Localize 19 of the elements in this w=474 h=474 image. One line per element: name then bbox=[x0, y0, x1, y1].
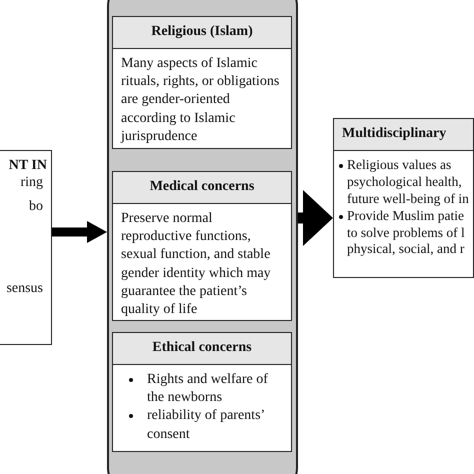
concept-box bbox=[112, 332, 292, 452]
block-arrow bbox=[52, 221, 107, 243]
box-heading: Ethical concerns bbox=[113, 333, 291, 365]
block-arrow bbox=[298, 190, 333, 246]
body-text: bo bbox=[29, 199, 43, 215]
bullet-text: Religious values as psychological health, future well-being of in bbox=[347, 157, 469, 208]
concept-box bbox=[333, 118, 474, 278]
body-text: sensus bbox=[6, 281, 43, 297]
concept-box bbox=[0, 150, 52, 345]
concept-box bbox=[112, 16, 292, 149]
container-panel bbox=[107, 0, 298, 474]
concept-box bbox=[112, 171, 292, 321]
bullet-text: reliability of parents’ consent bbox=[147, 407, 266, 444]
body-text: Many aspects of Islamic rituals, rights, or obligations are gender-oriented according to Islamic jurisprudence bbox=[121, 55, 280, 146]
body-text: Preserve normal reproductive functions, sexual function, and stable gender identity which may guarantee the patient’s quality of life bbox=[121, 210, 272, 319]
box-heading: Medical concerns bbox=[113, 172, 291, 204]
box-heading: Religious (Islam) bbox=[113, 17, 291, 49]
bullet-text: Provide Muslim patie to solve problems of l physical, social, and r bbox=[347, 208, 466, 258]
box-heading: Multidisciplinary bbox=[334, 119, 473, 151]
